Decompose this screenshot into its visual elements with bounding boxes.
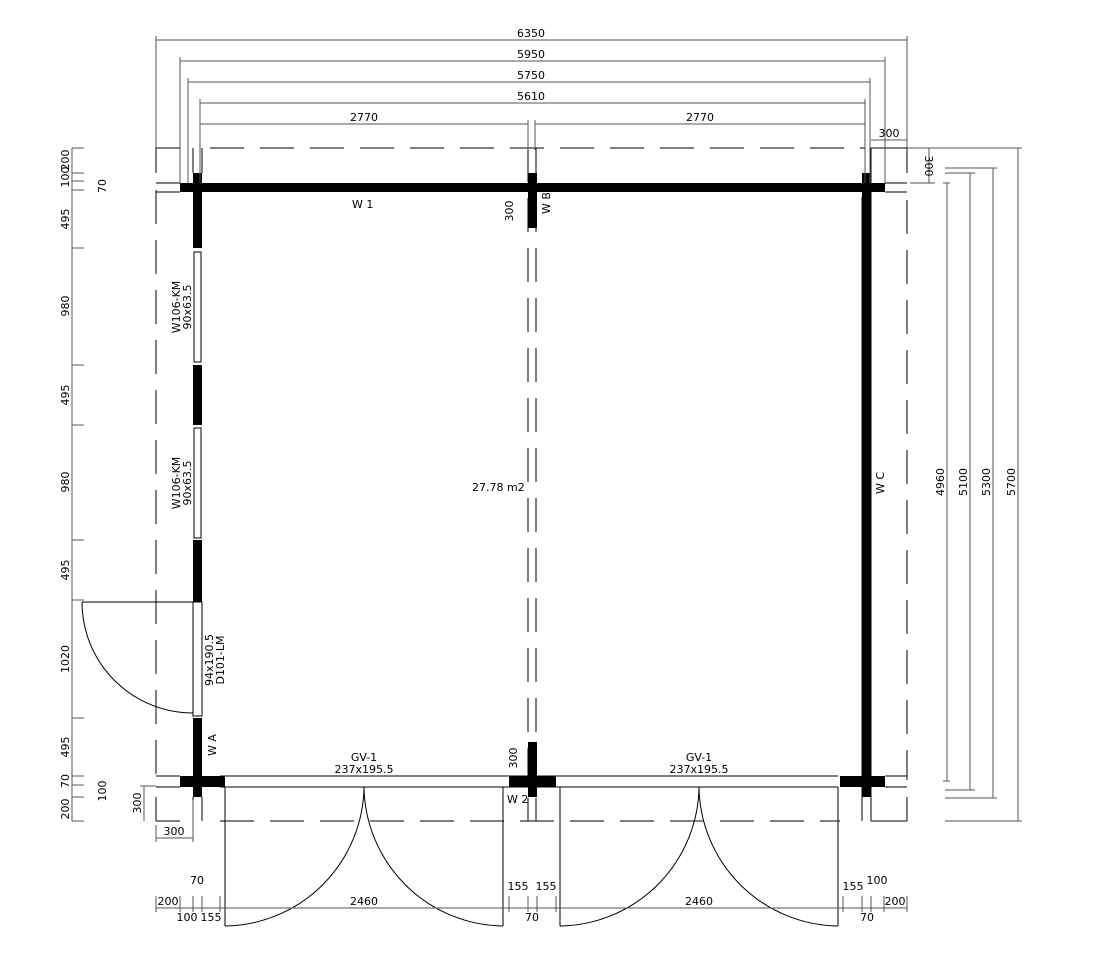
outer-outline (155, 147, 908, 822)
dimension-label: 495 (59, 560, 72, 581)
dimension-label: 5950 (517, 48, 545, 61)
dimension-label: 2770 (686, 111, 714, 124)
front-door-1: GV-1 237x195.5 (224, 751, 504, 927)
dimension-label: 90x63.5 (181, 460, 194, 505)
bottom-dimensions: 70 200 100 155 2460 155 155 70 2460 155 … (155, 874, 908, 924)
dimension-label: 2460 (685, 895, 713, 908)
dimension-label: 5700 (1005, 468, 1018, 496)
dimension-label: 70 (190, 874, 204, 887)
dimension-label: 90x63.5 (181, 284, 194, 329)
dimension-label: 70 (59, 774, 72, 788)
door-left: 94x190.5 D101-LM (81, 601, 227, 717)
dimension-label: 70 (96, 179, 109, 193)
dimension-label: 300 (131, 793, 144, 814)
dimension-label: 155 (843, 880, 864, 893)
dimension-label: 300 (164, 825, 185, 838)
dimension-label: GV-1 (351, 751, 377, 764)
dimension-label: 155 (536, 880, 557, 893)
dimension-label: W B (540, 192, 553, 214)
dimension-label: 70 (860, 911, 874, 924)
top-dimensions: 6350 5950 5750 5610 2770 2770 300 (155, 27, 908, 183)
right-dimensions: 300 4960 5100 5300 5700 (907, 147, 1022, 822)
dimension-label: 2460 (350, 895, 378, 908)
dimension-label: 300 (922, 156, 935, 177)
dimension-label: 5100 (957, 468, 970, 496)
dimension-label: 200 (59, 799, 72, 820)
dimension-label: 155 (508, 880, 529, 893)
dimension-label: 300 (507, 748, 520, 769)
dimension-label: 6350 (517, 27, 545, 40)
dimension-label: W106-KM (170, 281, 183, 334)
walls (180, 173, 885, 797)
corner-dimensions: 300 300 (131, 785, 194, 842)
wall-labels: W 1 W B W C W A W 2 300 300 27.78 m2 (206, 192, 887, 806)
dimension-label: W 1 (352, 198, 373, 211)
dimension-label: 4960 (934, 468, 947, 496)
dimension-label: 100 (867, 874, 888, 887)
dimension-label: GV-1 (686, 751, 712, 764)
dimension-label: 200 (158, 895, 179, 908)
dimension-label: 200 (59, 150, 72, 171)
dimension-label: W A (206, 734, 219, 756)
dimension-label: 495 (59, 737, 72, 758)
dimension-label: 100 (59, 167, 72, 188)
dimension-label: D101-LM (214, 635, 227, 684)
dimension-label: 5610 (517, 90, 545, 103)
dimension-label: 2770 (350, 111, 378, 124)
left-dimensions: 200 100 70 495 980 495 980 495 1020 495 … (59, 147, 109, 822)
dimension-label: 237x195.5 (335, 763, 394, 776)
dimension-label: 300 (503, 201, 516, 222)
dimension-label: 100 (96, 781, 109, 802)
dimension-label: 495 (59, 385, 72, 406)
dimension-label: 300 (879, 127, 900, 140)
dimension-label: 5750 (517, 69, 545, 82)
dimension-label: 237x195.5 (670, 763, 729, 776)
window-2: W106-KM 90x63.5 (170, 427, 202, 539)
dimension-label: 200 (885, 895, 906, 908)
front-door-2: GV-1 237x195.5 (559, 751, 839, 927)
dimension-label: 1020 (59, 645, 72, 673)
dimension-label: 980 (59, 472, 72, 493)
dimension-label: W C (874, 472, 887, 494)
dimension-label: 70 (525, 911, 539, 924)
window-1: W106-KM 90x63.5 (170, 251, 202, 363)
area-label: 27.78 m2 (472, 481, 525, 494)
dimension-label: 980 (59, 296, 72, 317)
dimension-label: 155 (201, 911, 222, 924)
dimension-label: 100 (177, 911, 198, 924)
dimension-label: W106-KM (170, 457, 183, 510)
dimension-label: 5300 (980, 468, 993, 496)
dimension-label: 94x190.5 (203, 634, 216, 686)
dimension-label: W 2 (507, 793, 528, 806)
dimension-label: 495 (59, 209, 72, 230)
